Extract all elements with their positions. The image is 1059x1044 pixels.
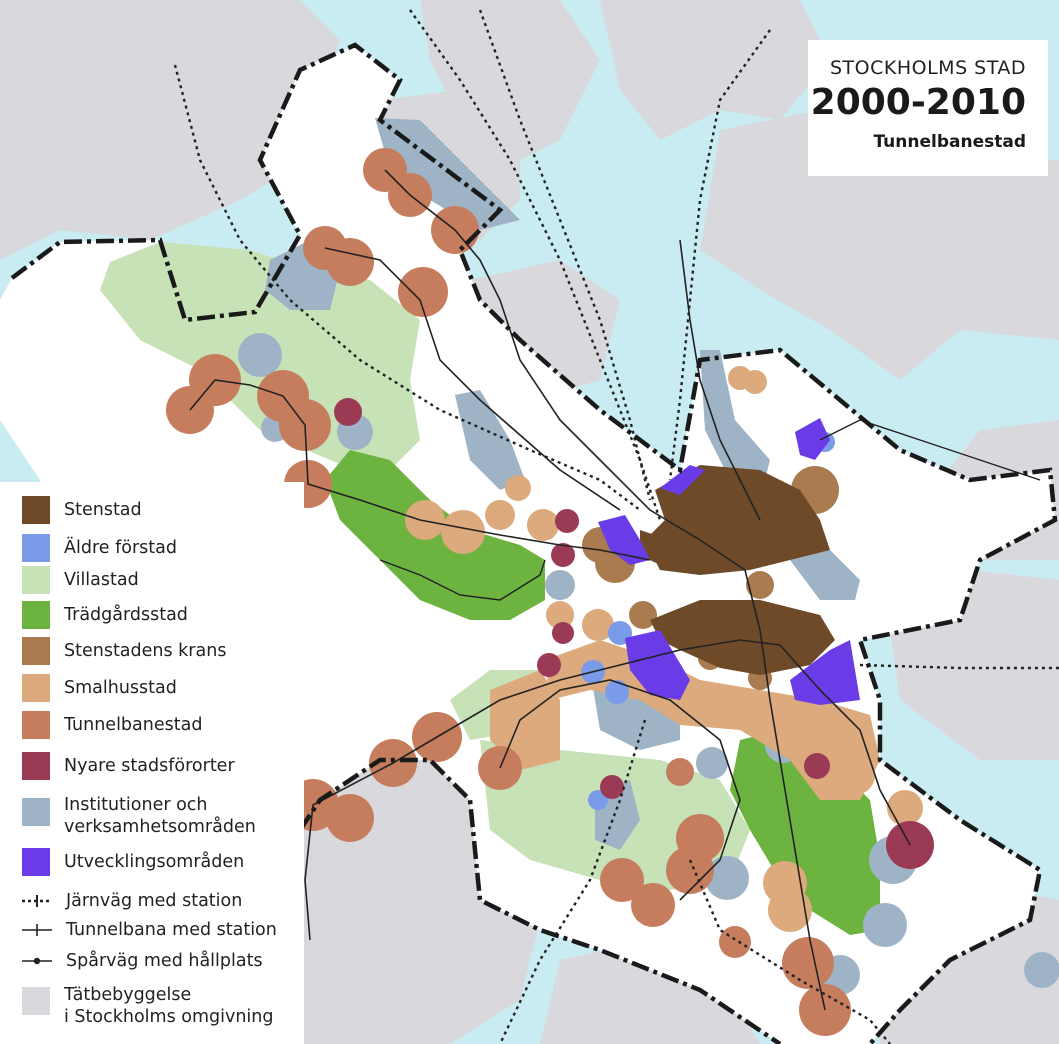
tram-symbol-icon xyxy=(22,957,52,965)
tram-lines xyxy=(379,419,1041,601)
legend-label-line: verksamhetsområden xyxy=(64,817,256,837)
legend-item-tatbebyggelse: Tätbebyggelse i Stockholms omgivning xyxy=(22,982,273,1030)
legend-item-smalhusstad: Smalhusstad xyxy=(22,674,177,702)
legend-label: Järnväg med station xyxy=(66,891,243,911)
legend-label: Tunnelbanestad xyxy=(64,715,203,735)
title-era: Tunnelbanestad xyxy=(873,132,1026,152)
legend-label: Villastad xyxy=(64,570,139,590)
legend-label: Tätbebyggelse i Stockholms omgivning xyxy=(64,984,273,1028)
swatch-utvecklingsomraden xyxy=(22,848,50,876)
stenstad-areas xyxy=(640,465,835,675)
legend-item-stenstad: Stenstad xyxy=(22,496,142,524)
swatch-stenstad xyxy=(22,496,50,524)
subway-lines xyxy=(189,169,911,1011)
city-border-south xyxy=(298,757,782,1044)
utvecklingsomraden-areas xyxy=(598,418,860,705)
legend-item-villastad: Villastad xyxy=(22,566,139,594)
swatch-smalhusstad xyxy=(22,674,50,702)
legend-label: Stenstadens krans xyxy=(64,641,227,661)
legend-label-line: i Stockholms omgivning xyxy=(64,1007,274,1027)
legend-item-tunnelbana: Tunnelbana med station xyxy=(22,916,277,944)
legend-item-aldre-forstad: Äldre förstad xyxy=(22,534,177,562)
legend-label: Utvecklingsområden xyxy=(64,852,245,872)
legend-item-nyare-stadsfororter: Nyare stadsförorter xyxy=(22,752,235,780)
legend-label: Trädgårdsstad xyxy=(64,605,188,625)
legend-item-stenstadens-krans: Stenstadens krans xyxy=(22,637,226,665)
legend-label: Smalhusstad xyxy=(64,678,177,698)
swatch-tunnelbanestad xyxy=(22,711,50,739)
legend-label: Nyare stadsförorter xyxy=(64,756,235,776)
rail-symbol-icon xyxy=(22,895,52,907)
subway-symbol-icon xyxy=(22,924,52,936)
legend-label-line: Institutioner och xyxy=(64,795,208,815)
legend-item-utvecklingsomraden: Utvecklingsområden xyxy=(22,848,244,876)
legend-item-tradgardsstad: Trädgårdsstad xyxy=(22,601,188,629)
swatch-institutioner xyxy=(22,798,50,826)
legend-item-jarnvag: Järnväg med station xyxy=(22,887,242,915)
title-period: 2000-2010 xyxy=(810,82,1026,123)
swatch-tatbebyggelse xyxy=(22,987,50,1015)
legend-label: Spårväg med hållplats xyxy=(66,951,263,971)
city-border xyxy=(10,42,1058,1044)
swatch-tradgardsstad xyxy=(22,601,50,629)
legend-item-institutioner: Institutioner och verksamhetsområden xyxy=(22,792,256,840)
legend-label: Tunnelbana med station xyxy=(66,920,277,940)
rail-lines xyxy=(173,9,1059,1044)
swatch-villastad xyxy=(22,566,50,594)
legend-label: Äldre förstad xyxy=(64,538,177,558)
legend-item-tunnelbanestad: Tunnelbanestad xyxy=(22,711,202,739)
legend-label: Stenstad xyxy=(64,500,142,520)
smalhusstad-areas xyxy=(405,366,923,932)
swatch-aldre-forstad xyxy=(22,534,50,562)
swatch-stenstadens-krans xyxy=(22,637,50,665)
title-box: STOCKHOLMS STAD 2000-2010 Tunnelbanestad xyxy=(808,40,1048,176)
legend-label-line: Tätbebyggelse xyxy=(64,985,192,1005)
legend-label: Institutioner och verksamhetsområden xyxy=(64,794,256,838)
legend-item-sparvag: Spårväg med hållplats xyxy=(22,947,263,975)
swatch-nyare-stadsfororter xyxy=(22,752,50,780)
title-city: STOCKHOLMS STAD xyxy=(830,57,1026,79)
legend: Stenstad Äldre förstad Villastad Trädgår… xyxy=(0,482,304,1044)
